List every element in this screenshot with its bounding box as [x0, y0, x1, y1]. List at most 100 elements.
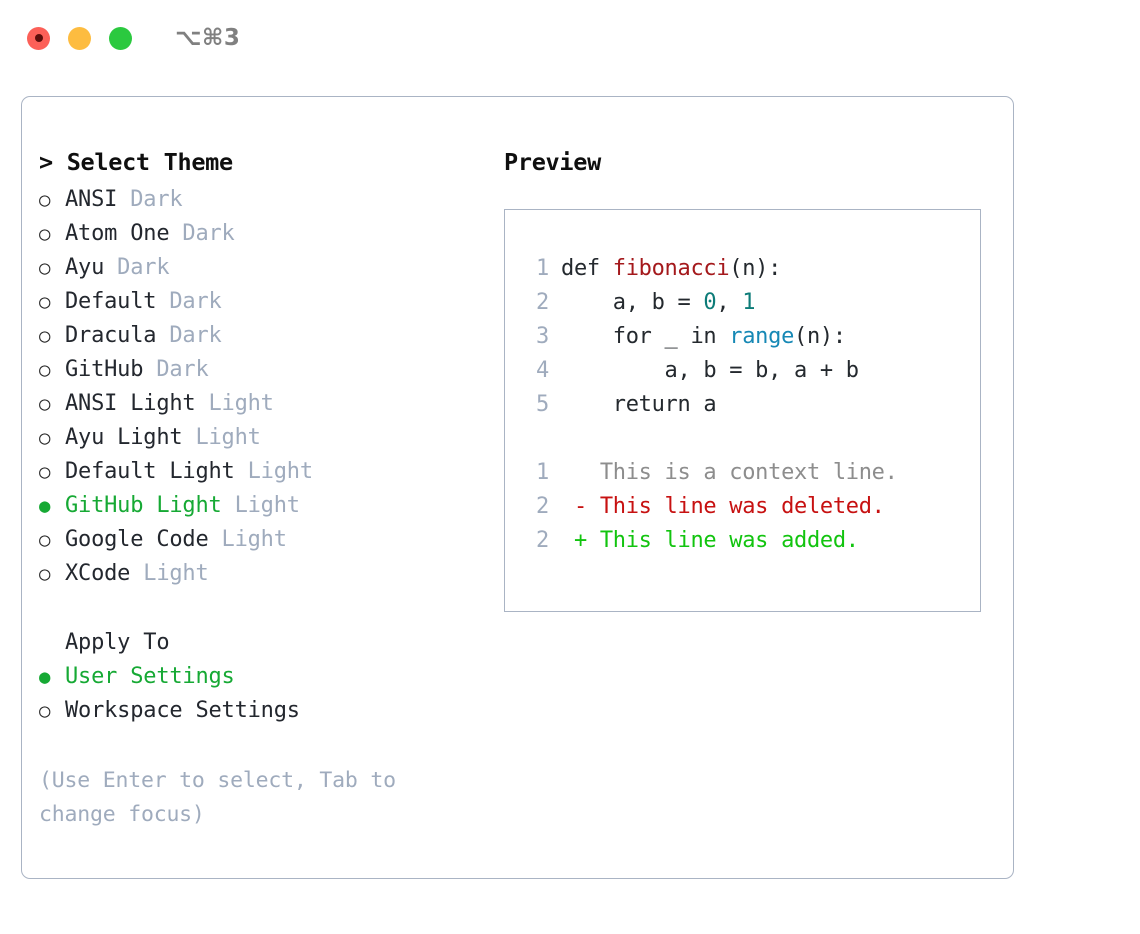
theme-option-label: Ayu Light [65, 425, 183, 450]
theme-option-label: ANSI [65, 187, 118, 212]
theme-option-ayu-light[interactable]: ○ Ayu Light Light [39, 421, 487, 455]
theme-option-variant: Light [130, 561, 209, 586]
code-token: 1 [742, 290, 756, 315]
theme-option-atom-one[interactable]: ○ Atom One Dark [39, 217, 487, 251]
theme-option-ansi-light[interactable]: ○ANSI Light Light [39, 387, 487, 421]
line-number: 2 [536, 528, 549, 553]
apply-to-option-label: Workspace Settings [65, 698, 300, 723]
radio-unselected-icon: ○ [39, 461, 51, 483]
theme-option-xcode[interactable]: ○XCode Light [39, 557, 487, 591]
radio-unselected-icon: ○ [39, 223, 51, 245]
code-line: 1 def fibonacci(n): [519, 252, 980, 286]
radio-unselected-icon: ○ [39, 427, 51, 449]
radio-unselected-icon: ○ [39, 291, 51, 313]
apply-to-option-label: User Settings [65, 664, 235, 689]
apply-to-option-user-settings[interactable]: ● User Settings [39, 660, 487, 694]
theme-option-github-light[interactable]: ● GitHub Light Light [39, 489, 487, 523]
radio-unselected-icon: ○ [39, 359, 51, 381]
diff-line: 2 + This line was added. [519, 524, 980, 558]
theme-list-heading: > Select Theme [39, 148, 233, 176]
theme-option-dracula[interactable]: ○ Dracula Dark [39, 319, 487, 353]
title-bar: ⌥⌘3 [0, 0, 1140, 76]
theme-option-variant: Dark [143, 357, 209, 382]
theme-option-label: Google Code [65, 527, 209, 552]
theme-option-label: Default Light [65, 459, 235, 484]
radio-unselected-icon: ○ [39, 325, 51, 347]
theme-list[interactable]: ○ ANSI Dark ○ Atom One Dark ○ Ayu Dark ○ Defaul… [39, 183, 487, 591]
code-token: for _ in [561, 324, 730, 349]
code-token: 0 [703, 290, 717, 315]
preview-heading: Preview [504, 148, 601, 176]
diff-line: 2 - This line was deleted. [519, 490, 980, 524]
theme-option-variant: Light [182, 425, 261, 450]
radio-selected-icon: ● [39, 495, 51, 517]
theme-list-pane: > Select Theme ○ANSI Dark○Atom One Dark○… [22, 97, 487, 878]
maximize-button[interactable] [109, 26, 132, 50]
apply-to-heading: Apply To [65, 630, 170, 655]
theme-option-variant: Light [234, 459, 313, 484]
record-dot-icon [34, 34, 43, 42]
theme-option-variant: Dark [156, 289, 222, 314]
theme-option-label: Dracula [65, 323, 157, 348]
code-token: def [561, 256, 613, 281]
line-number: 5 [536, 392, 549, 417]
theme-option-label: GitHub [65, 357, 144, 382]
line-number: 2 [536, 494, 549, 519]
spacer [39, 591, 487, 626]
theme-option-ansi[interactable]: ○ ANSI Dark [39, 183, 487, 217]
diff-sample: 1 This is a context line.2 - This line w… [519, 456, 980, 558]
theme-option-label: Atom One [65, 221, 170, 246]
line-number: 3 [536, 324, 549, 349]
radio-selected-icon: ● [39, 666, 51, 688]
theme-option-variant: Light [208, 527, 287, 552]
theme-option-label: ANSI Light [65, 391, 196, 416]
theme-option-variant: Light [221, 493, 300, 518]
spacer [519, 422, 980, 456]
apply-to-list[interactable]: ● User Settings ○Workspace Settings [39, 660, 487, 728]
radio-unselected-icon: ○ [39, 563, 51, 585]
theme-option-ayu[interactable]: ○ Ayu Dark [39, 251, 487, 285]
theme-option-github[interactable]: ○ GitHub Dark [39, 353, 487, 387]
theme-option-variant: Dark [169, 221, 235, 246]
theme-option-variant: Dark [104, 255, 170, 280]
radio-unselected-icon: ○ [39, 257, 51, 279]
code-token: a, b = b, a + b [561, 358, 860, 383]
theme-option-google-code[interactable]: ○ Google Code Light [39, 523, 487, 557]
theme-selection-dialog: > Select Theme ○ANSI Dark○Atom One Dark○… [21, 96, 1014, 879]
apply-to-option-workspace-settings[interactable]: ○Workspace Settings [39, 694, 487, 728]
theme-option-default-light[interactable]: ○ Default Light Light [39, 455, 487, 489]
code-token: fibonacci [612, 256, 730, 281]
theme-option-variant: Dark [117, 187, 183, 212]
code-token: range [729, 324, 795, 349]
keyboard-shortcut-label: ⌥⌘3 [175, 25, 241, 51]
code-token: , [716, 290, 743, 315]
radio-unselected-icon: ○ [39, 189, 51, 211]
theme-option-label: GitHub Light [65, 493, 222, 518]
theme-option-label: Default [65, 289, 157, 314]
code-token: return a [561, 392, 717, 417]
code-token: (n): [794, 324, 846, 349]
code-line: 4 a, b = b, a + b [519, 354, 980, 388]
code-token: (n): [729, 256, 782, 281]
window-controls [27, 26, 132, 50]
theme-option-label: Ayu [65, 255, 105, 280]
line-number: 2 [536, 290, 549, 315]
radio-unselected-icon: ○ [39, 529, 51, 551]
keyboard-hint-text: (Use Enter to select, Tab to change focu… [39, 768, 396, 827]
line-number: 1 [536, 256, 549, 281]
diff-text: This is a context line. [561, 460, 898, 485]
diff-line: 1 This is a context line. [519, 456, 980, 490]
minimize-button[interactable] [68, 26, 91, 50]
line-number: 4 [536, 358, 549, 383]
theme-option-variant: Light [195, 391, 274, 416]
code-line: 5 return a [519, 388, 980, 422]
close-button[interactable] [27, 26, 50, 50]
theme-option-variant: Dark [156, 323, 222, 348]
code-token: a, b = [561, 290, 704, 315]
line-number: 1 [536, 460, 549, 485]
theme-option-default[interactable]: ○ Default Dark [39, 285, 487, 319]
